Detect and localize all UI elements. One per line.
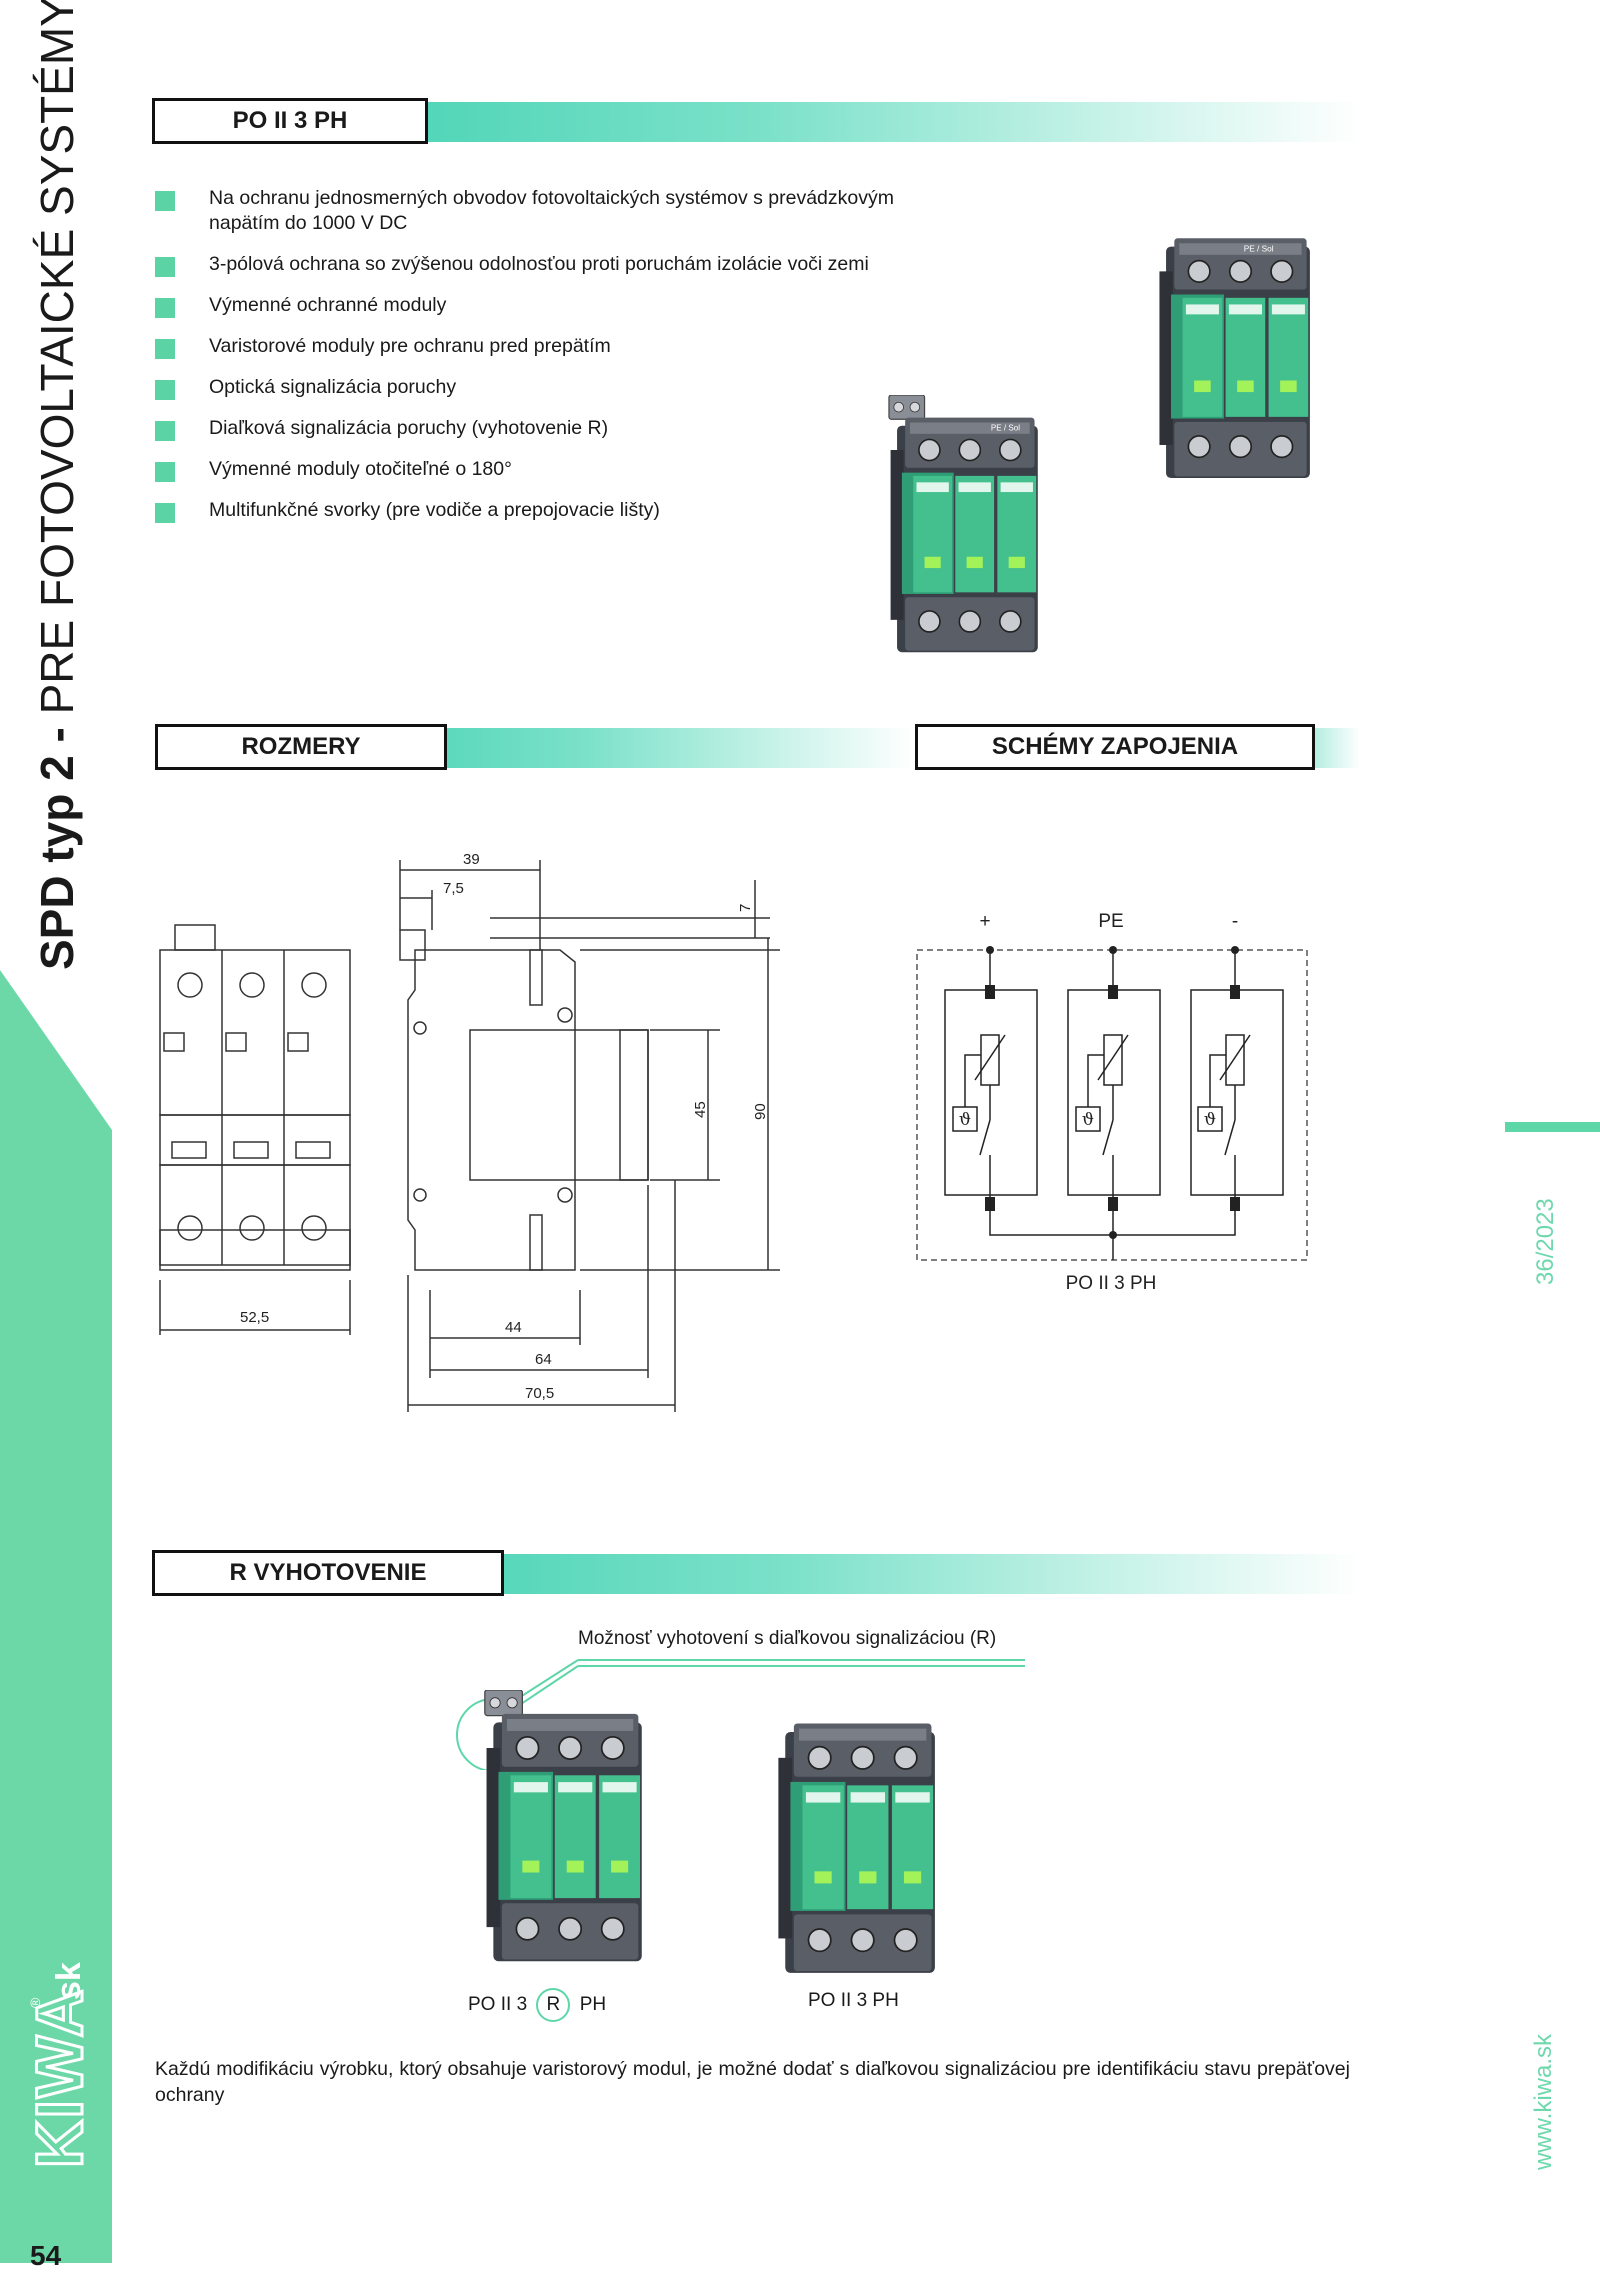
thermal-symbol-3: ϑ: [1204, 1110, 1216, 1130]
dim-44: 44: [505, 1319, 522, 1336]
side-green-tab: [0, 970, 112, 2263]
right-accent-bar: [1505, 1122, 1600, 1132]
product-photo-r-version: PE / Sol: [888, 395, 1039, 654]
dim-39: 39: [463, 851, 480, 868]
feature-item: Na ochranu jednosmerných obvodov fotovol…: [155, 186, 935, 236]
issue-date: 36/2023: [1532, 1198, 1559, 1285]
feature-item: Diaľková signalizácia poruchy (vyhotoven…: [155, 416, 935, 441]
schematic-caption: PO II 3 PH: [1066, 1273, 1157, 1294]
wiring-schematic: + PE - ϑ ϑ ϑ PO II 3 PH: [916, 911, 1308, 1294]
bullet-square-icon: [155, 421, 175, 441]
feature-item: Výmenné moduly otočiteľné o 180°: [155, 457, 935, 482]
feature-item: 3-pólová ochrana so zvýšenou odolnosťou …: [155, 252, 935, 277]
wiring-title: SCHÉMY ZAPOJENIA: [915, 724, 1315, 770]
r-caption-right: PO II 3 PH: [808, 1990, 899, 2011]
product-title: PO II 3 PH: [152, 98, 428, 144]
dim-70-5: 70,5: [525, 1385, 554, 1402]
product-photo-r-option: [484, 1690, 643, 1963]
bullet-square-icon: [155, 339, 175, 359]
footer-note: Každú modifikáciu výrobku, ktorý obsahuj…: [155, 2058, 1350, 2106]
page-number: 54: [30, 2240, 62, 2271]
dimensions-title: ROZMERY: [155, 724, 447, 770]
r-badge: R: [536, 1988, 571, 2022]
website-link[interactable]: www.kiwa.sk: [1530, 2033, 1557, 2170]
dim-7-5: 7,5: [443, 880, 464, 897]
feature-item: Výmenné ochranné moduly: [155, 293, 935, 318]
dim-90: 90: [752, 1103, 769, 1120]
dim-64: 64: [535, 1351, 552, 1368]
schematic-label-plus: +: [979, 911, 990, 932]
feature-item: Multifunkčné svorky (pre vodiče a prepoj…: [155, 498, 935, 523]
bullet-square-icon: [155, 298, 175, 318]
product-photo-standard-option: [777, 1722, 936, 1974]
feature-item: Varistorové moduly pre ochranu pred prep…: [155, 334, 935, 359]
schematic-label-minus: -: [1232, 911, 1238, 932]
svg-text:sk: sk: [50, 1962, 88, 2000]
thermal-symbol-2: ϑ: [1082, 1110, 1094, 1130]
svg-text:®: ®: [27, 1997, 43, 2008]
section-header-product: PO II 3 PH: [152, 98, 1362, 146]
product-top-label: PE / Sol: [991, 424, 1020, 433]
bullet-square-icon: [155, 380, 175, 400]
bullet-square-icon: [155, 503, 175, 523]
side-title-rest: PRE FOTOVOLTAICKÉ SYSTÉMY: [31, 0, 83, 728]
r-callout-text: Možnosť vyhotovení s diaľkovou signalizá…: [578, 1628, 997, 1649]
r-caption-left: PO II 3 R PH: [468, 1988, 606, 2022]
bullet-square-icon: [155, 257, 175, 277]
side-title: SPD typ 2 - PRE FOTOVOLTAICKÉ SYSTÉMY: [26, 0, 88, 970]
feature-item: Optická signalizácia poruchy: [155, 375, 935, 400]
svg-text:KIWA: KIWA: [22, 1988, 90, 2168]
dim-45: 45: [692, 1101, 709, 1118]
side-title-bold: SPD typ 2 -: [31, 727, 83, 970]
dim-front-width: 52,5: [240, 1309, 269, 1326]
product-top-label: PE / Sol: [1244, 245, 1274, 254]
section-header-wiring: SCHÉMY ZAPOJENIA: [915, 724, 1360, 772]
dim-7: 7: [737, 904, 754, 912]
r-version-title: R VYHOTOVENIE: [152, 1550, 504, 1596]
bullet-square-icon: [155, 191, 175, 211]
feature-list: Na ochranu jednosmerných obvodov fotovol…: [155, 186, 935, 539]
section-header-r-version: R VYHOTOVENIE: [152, 1550, 1362, 1598]
bullet-square-icon: [155, 462, 175, 482]
dimension-drawing: 52,5 39 7,5 7 45 90 44 64 70,5: [159, 851, 780, 1412]
kiwa-logo: KIWA sk ®: [21, 1962, 91, 2169]
thermal-symbol-1: ϑ: [959, 1110, 971, 1130]
schematic-label-pe: PE: [1098, 911, 1123, 932]
section-header-dimensions: ROZMERY: [155, 724, 915, 772]
product-photo-standard: PE / Sol: [1158, 237, 1311, 479]
